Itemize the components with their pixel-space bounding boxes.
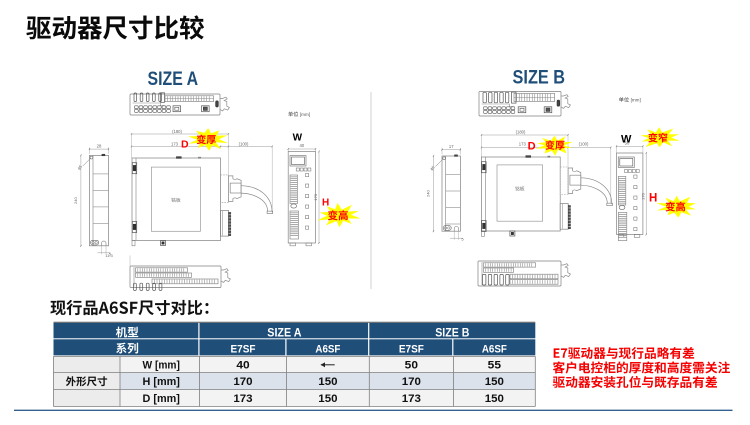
svg-text:SIZE A: SIZE A [267, 326, 301, 340]
svg-text:5: 5 [109, 251, 112, 256]
svg-text:40: 40 [299, 143, 304, 148]
svg-text:150: 150 [485, 376, 504, 388]
svg-text:173: 173 [519, 142, 527, 147]
svg-text:A6SF: A6SF [315, 343, 340, 355]
svg-text:11.3: 11.3 [105, 253, 113, 258]
svg-text:150: 150 [318, 376, 337, 388]
svg-text:173: 173 [402, 393, 421, 405]
svg-text:SIZE A: SIZE A [148, 68, 199, 90]
svg-text:D: D [528, 140, 536, 152]
svg-text:50: 50 [405, 359, 418, 371]
svg-text:(100): (100) [239, 142, 249, 147]
svg-text:170: 170 [640, 192, 645, 199]
svg-text:55: 55 [488, 359, 501, 371]
svg-text:W: W [293, 132, 303, 143]
svg-text:[mm]: [mm] [631, 98, 641, 103]
svg-text:H [mm]: H [mm] [143, 376, 181, 388]
svg-text:240: 240 [73, 196, 78, 203]
svg-text:E7SF: E7SF [399, 343, 424, 355]
svg-text:240: 240 [426, 189, 431, 196]
svg-text:173: 173 [171, 141, 179, 146]
svg-text:W: W [621, 134, 632, 146]
svg-text:ϕ5: ϕ5 [76, 164, 83, 171]
svg-text:50: 50 [625, 141, 630, 146]
svg-text:150: 150 [318, 393, 337, 405]
svg-text:40: 40 [236, 359, 249, 371]
svg-text:5: 5 [461, 237, 464, 242]
svg-text:D: D [181, 139, 189, 151]
svg-text:[mm]: [mm] [300, 112, 310, 117]
svg-text:D [mm]: D [mm] [143, 393, 181, 405]
svg-text:173: 173 [233, 393, 252, 405]
svg-text:17: 17 [449, 144, 454, 149]
svg-text:W [mm]: W [mm] [143, 359, 181, 371]
svg-text:E7SF: E7SF [231, 343, 256, 355]
svg-text:(100): (100) [579, 142, 589, 147]
svg-text:SIZE B: SIZE B [513, 67, 566, 89]
svg-text:28: 28 [97, 143, 102, 148]
svg-text:(180): (180) [516, 129, 526, 134]
svg-text:(180): (180) [172, 129, 182, 134]
svg-text:170: 170 [233, 376, 252, 388]
svg-text:ϕ5: ϕ5 [429, 164, 436, 171]
svg-text:SIZE B: SIZE B [435, 326, 469, 340]
svg-text:170: 170 [402, 376, 421, 388]
svg-text:A6SF: A6SF [482, 343, 507, 355]
svg-text:H: H [649, 192, 657, 204]
svg-text:170: 170 [313, 193, 318, 200]
svg-text:150: 150 [485, 393, 504, 405]
svg-text:H: H [322, 197, 329, 208]
